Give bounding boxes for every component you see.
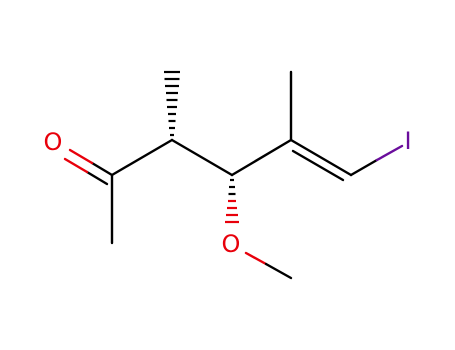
stereo-hash-methoxy (225, 178, 239, 224)
atom-oxygen-methoxy: O (222, 230, 241, 258)
ome-line-oxygen (244, 251, 268, 266)
carbonyl-line-inner-carbon (85, 170, 109, 186)
bond-c3-c4 (170, 138, 234, 177)
ci-line-iodine (375, 144, 404, 162)
bond-c4-c5 (230, 138, 293, 177)
bond-carbonyl-double (63, 148, 114, 186)
alkene-line-inner (291, 149, 345, 182)
stereo-hash-methyl (164, 70, 180, 137)
carbonyl-line-inner-oxygen (63, 157, 89, 174)
carbonyl-line-outer-oxygen (68, 148, 94, 165)
alkene-line-main (289, 138, 353, 177)
ci-line-carbon (349, 158, 379, 177)
bond-o-methyl (244, 251, 293, 280)
ome-line-carbon (264, 262, 293, 280)
bond-c-iodine (349, 144, 404, 177)
bond-alkene-double (289, 138, 353, 182)
bond-c2-c3 (110, 138, 174, 177)
atom-iodine: I (404, 127, 411, 155)
carbonyl-line-outer-carbon (90, 161, 114, 177)
atom-oxygen-carbonyl: O (44, 128, 63, 156)
